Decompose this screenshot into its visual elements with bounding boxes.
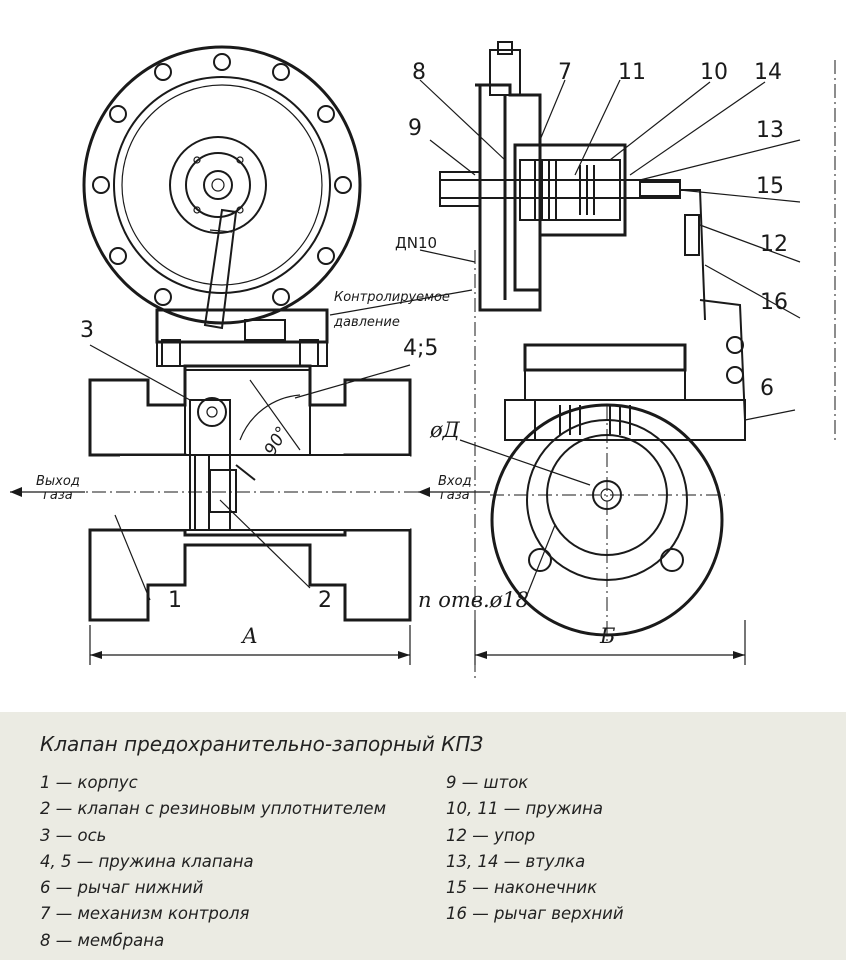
legend-item: 1 — корпус bbox=[40, 773, 138, 792]
part-label-13: 13 bbox=[756, 118, 784, 143]
legend-item: 15 — наконечник bbox=[446, 878, 598, 898]
part-label-4-5: 4;5 bbox=[403, 336, 439, 361]
part-label-14: 14 bbox=[754, 60, 782, 85]
legend-item: 6 — рычаг нижний bbox=[40, 878, 204, 898]
part-label-16: 16 bbox=[760, 290, 788, 315]
legend-item: 7 — механизм контроля bbox=[40, 904, 250, 924]
legend-left-column: 1 — корпус 2 — клапан с резиновым уплотн… bbox=[40, 770, 386, 954]
part-label-15: 15 bbox=[756, 174, 784, 199]
legend-right-column: 9 — шток 10, 11 — пружина 12 — упор 13, … bbox=[446, 770, 624, 928]
controlled-pressure-label: Контролируемое давление bbox=[334, 290, 450, 330]
dn-label: ДN10 bbox=[395, 234, 438, 252]
part-label-11: 11 bbox=[618, 60, 646, 85]
dimension-b-label: Б bbox=[600, 624, 616, 648]
inlet-label: Вход газа bbox=[438, 474, 472, 504]
part-label-1: 1 bbox=[168, 588, 182, 613]
drawing-svg bbox=[10, 41, 836, 680]
flange-bolts bbox=[92, 53, 352, 306]
part-label-9: 9 bbox=[408, 116, 422, 141]
holes-label: n отв.ø18 bbox=[418, 588, 530, 612]
part-label-2: 2 bbox=[318, 588, 332, 613]
part-label-10: 10 bbox=[700, 60, 728, 85]
outlet-label: Выход газа bbox=[36, 474, 80, 504]
diameter-label: øД bbox=[430, 418, 460, 442]
legend-panel bbox=[0, 712, 846, 960]
part-label-6: 6 bbox=[760, 376, 774, 401]
part-label-12: 12 bbox=[760, 232, 788, 257]
legend-item: 2 — клапан с резиновым уплотнителем bbox=[40, 799, 387, 819]
part-label-8: 8 bbox=[412, 60, 426, 85]
left-view bbox=[10, 45, 490, 665]
legend-item: 12 — упор bbox=[446, 825, 536, 845]
flange-inner bbox=[113, 76, 331, 294]
flange-outer bbox=[82, 45, 362, 325]
legend-item: 4, 5 — пружина клапана bbox=[40, 851, 254, 871]
legend-title: Клапан предохранительно-запорный КПЗ bbox=[40, 732, 484, 756]
legend-item: 8 — мембрана bbox=[40, 930, 165, 950]
legend-item: 16 — рычаг верхний bbox=[446, 904, 624, 924]
part-label-3: 3 bbox=[80, 318, 94, 343]
technical-drawing: 3 4;5 1 2 8 9 7 11 10 14 13 15 12 16 6 В… bbox=[10, 41, 836, 680]
part-label-7: 7 bbox=[558, 60, 572, 85]
legend-item: 13, 14 — втулка bbox=[446, 851, 586, 871]
springs bbox=[534, 160, 595, 220]
legend-item: 10, 11 — пружина bbox=[446, 799, 603, 819]
right-view bbox=[419, 41, 836, 680]
dimension-a-label: А bbox=[242, 624, 258, 648]
legend-item: 3 — ось bbox=[40, 825, 107, 845]
legend-item: 9 — шток bbox=[446, 773, 529, 792]
